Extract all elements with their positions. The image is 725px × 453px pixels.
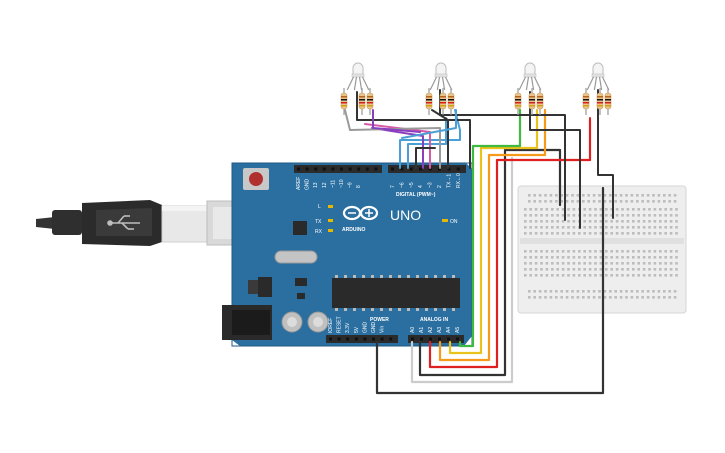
pin-label: 3.3V xyxy=(345,322,351,333)
digital-pin-label: ~6 xyxy=(399,182,405,188)
digital-pin-label: 12 xyxy=(322,182,328,188)
pin-label: A2 xyxy=(428,327,434,333)
resistor xyxy=(528,88,536,115)
wire-black-led4 xyxy=(597,89,614,219)
rgb-led xyxy=(582,62,612,115)
led-label-l: L xyxy=(318,204,321,210)
wire-black-gnd xyxy=(375,186,605,395)
usb-icon xyxy=(107,215,140,230)
wire-purple-r xyxy=(372,109,421,133)
wire-white-a0 xyxy=(410,156,514,384)
digital-pin-label: TX→1 xyxy=(446,174,452,188)
resistor xyxy=(425,88,433,115)
digital-pin-label: GND xyxy=(305,179,311,191)
rgb-led-groups xyxy=(340,62,612,115)
wire-black-d4 xyxy=(415,147,436,169)
digital-header-right xyxy=(388,165,466,173)
pin-label: IOREF xyxy=(328,318,334,333)
wire-orange-a3 xyxy=(438,108,547,362)
digital-pin-label: ~3 xyxy=(428,182,434,188)
arduino-logo xyxy=(342,205,379,221)
wire-green-a5 xyxy=(458,108,522,348)
digital-pin-label: ~5 xyxy=(409,182,415,188)
resistor xyxy=(439,88,447,115)
pin-label: A1 xyxy=(419,327,425,333)
wire-black-led3 xyxy=(529,91,581,229)
digital-pin-label: 2 xyxy=(437,185,443,188)
pin-label: A0 xyxy=(410,327,416,333)
led-label-tx: TX xyxy=(315,219,322,225)
resistor xyxy=(340,88,348,115)
wire-blue-d5 xyxy=(407,117,447,169)
model-label: UNO xyxy=(390,207,421,223)
wire-blue-d6 xyxy=(399,109,461,169)
power-header-title: POWER xyxy=(370,317,389,323)
usb-chip xyxy=(293,221,307,235)
crystal xyxy=(274,250,318,264)
digital-pin-label: ~10 xyxy=(339,179,345,188)
led-label-rx: RX xyxy=(315,229,323,235)
voltage-regulator xyxy=(258,277,272,297)
resistor xyxy=(447,88,455,115)
digital-pin-label: RX←0 xyxy=(456,173,462,188)
digital-pin-label: ~11 xyxy=(330,180,336,188)
on-label: ON xyxy=(450,219,458,225)
digital-header-title: DIGITAL (PWM~) xyxy=(396,192,436,198)
wires xyxy=(344,89,614,395)
pin-label: GND xyxy=(362,322,368,334)
wire-blue-r xyxy=(401,109,457,139)
rgb-led xyxy=(340,62,374,115)
pin-label: RESET xyxy=(337,316,343,333)
pin-label: Vin xyxy=(380,326,386,333)
rgb-led xyxy=(425,62,455,115)
wire-black-led1 xyxy=(356,91,471,169)
microcontroller-chip xyxy=(332,278,460,308)
pin-label: A3 xyxy=(437,327,443,333)
analog-header xyxy=(408,335,464,343)
wire-purple-d3 xyxy=(371,127,424,169)
reset-button[interactable] xyxy=(243,168,269,190)
resistor xyxy=(582,88,590,115)
digital-pin-label: 8 xyxy=(356,185,362,188)
digital-pin-label: 4 xyxy=(418,185,424,188)
resistor xyxy=(536,88,544,115)
digital-pin-label: AREF xyxy=(296,177,302,190)
digital-header-left xyxy=(294,165,382,173)
resistor xyxy=(358,88,366,115)
pin-label: GND xyxy=(371,322,377,334)
digital-pin-label: 13 xyxy=(313,182,319,188)
resistor xyxy=(514,88,522,115)
resistor xyxy=(366,88,374,115)
breadboard-holes xyxy=(524,194,678,299)
pin-label: 5V xyxy=(354,326,360,333)
digital-pin-label: ~9 xyxy=(348,182,354,188)
resistor xyxy=(596,88,604,115)
pin-label: A4 xyxy=(446,327,452,333)
pin-label: A5 xyxy=(455,327,461,333)
brand-label: ARDUINO xyxy=(342,227,365,233)
power-jack xyxy=(222,305,272,340)
digital-pin-label: 7 xyxy=(390,185,396,188)
rgb-led xyxy=(514,62,544,115)
power-header xyxy=(326,335,398,343)
analog-header-title: ANALOG IN xyxy=(420,317,448,323)
wire-yellow-a4 xyxy=(448,108,539,355)
resistor xyxy=(604,88,612,115)
